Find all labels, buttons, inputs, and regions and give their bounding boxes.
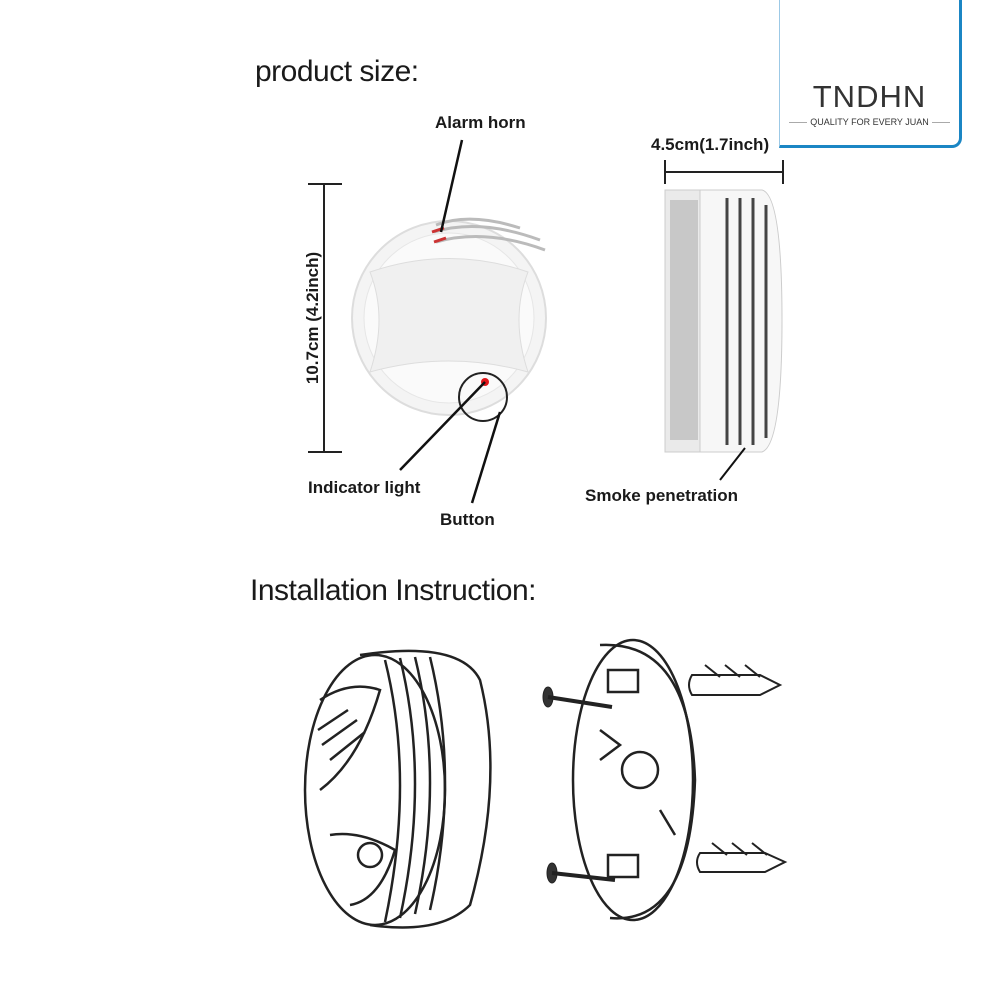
alarm-horn-label: Alarm horn: [435, 113, 526, 132]
mounting-plate-drawing: [571, 638, 697, 922]
brand-logo: TNDHN QUALITY FOR EVERY JUAN: [779, 0, 962, 148]
brand-name: TNDHN: [812, 79, 927, 114]
detector-perspective-drawing: [303, 649, 492, 929]
product-size-heading: product size:: [255, 55, 419, 88]
detector-front-view: [351, 217, 547, 422]
detector-side-view: [664, 189, 783, 453]
width-dimension-label: 4.5cm(1.7inch): [651, 135, 770, 154]
indicator-light-label: Indicator light: [308, 478, 421, 497]
smoke-penetration-label: Smoke penetration: [585, 486, 739, 505]
height-dimension-label: 10.7cm (4.2inch): [303, 251, 322, 385]
brand-tagline: QUALITY FOR EVERY JUAN: [780, 117, 959, 127]
button-label: Button: [440, 510, 495, 529]
wall-anchor-icons: [688, 664, 788, 873]
installation-heading: Installation Instruction:: [250, 574, 537, 607]
screw-icons: [542, 686, 616, 884]
